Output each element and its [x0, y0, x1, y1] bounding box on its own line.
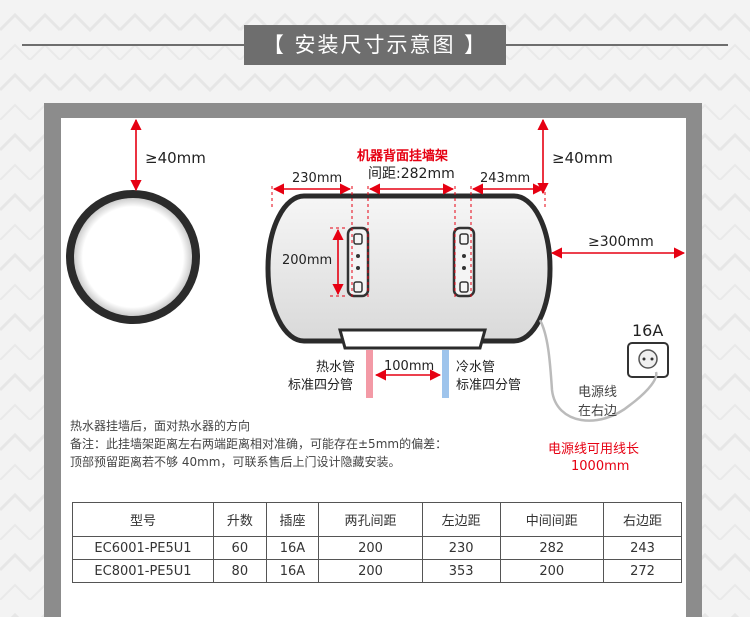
table-row: EC8001-PE5U1 80 16A 200 353 200 272 — [72, 559, 683, 583]
cell-model: EC6001-PE5U1 — [72, 536, 214, 560]
right-clearance-label: ≥300mm — [588, 234, 654, 250]
spec-table: 型号 升数 插座 两孔间距 左边距 中间间距 右边距 EC6001-PE5U1 … — [72, 502, 683, 583]
col-right-margin: 右边距 — [602, 502, 683, 537]
cold-pipe-label: 冷水管 — [456, 360, 496, 375]
page-title: 【 安装尺寸示意图 】 — [244, 25, 506, 65]
cell-middle-spacing: 282 — [499, 536, 604, 560]
title-line-right — [506, 44, 728, 46]
col-middle-spacing: 中间间距 — [499, 502, 604, 537]
cell-right-margin: 272 — [602, 559, 683, 583]
cord-length-label: 电源线可用线长 — [548, 442, 640, 457]
cell-middle-spacing: 200 — [499, 559, 604, 583]
cell-socket: 16A — [265, 559, 320, 583]
table-row: EC6001-PE5U1 60 16A 200 230 282 243 — [72, 536, 683, 560]
cell-hole-spacing: 200 — [318, 559, 423, 583]
right-distance-label: 243mm — [480, 171, 531, 186]
top-clearance-left-label: ≥40mm — [145, 149, 206, 167]
cell-left-margin: 230 — [421, 536, 501, 560]
bracket-spacing-label: 间距:282mm — [368, 166, 455, 182]
top-clearance-right-label: ≥40mm — [552, 149, 613, 167]
bracket-title-label: 机器背面挂墙架 — [357, 149, 449, 164]
hot-pipe-standard-label: 标准四分管 — [288, 378, 354, 393]
cell-model: EC8001-PE5U1 — [72, 559, 214, 583]
note-line-3: 顶部预留距离若不够 40mm，可联系售后上门设计隐藏安装。 — [70, 455, 401, 469]
pipe-spacing-label: 100mm — [384, 359, 435, 374]
cell-hole-spacing: 200 — [318, 536, 423, 560]
wall-bracket-right — [452, 226, 476, 298]
cell-capacity: 60 — [213, 536, 267, 560]
cord-label: 电源线 — [578, 385, 618, 400]
cell-socket: 16A — [265, 536, 320, 560]
left-distance-label: 230mm — [292, 171, 343, 186]
cell-capacity: 80 — [213, 559, 267, 583]
wall-bracket-left — [346, 226, 370, 298]
col-left-margin: 左边距 — [421, 502, 501, 537]
socket-label: 16A — [632, 321, 664, 340]
title-line-left — [22, 44, 244, 46]
table-header-row: 型号 升数 插座 两孔间距 左边距 中间间距 右边距 — [72, 502, 683, 537]
hot-pipe-label: 热水管 — [316, 360, 356, 375]
col-socket: 插座 — [265, 502, 320, 537]
cold-water-pipe — [442, 350, 449, 398]
col-model: 型号 — [72, 502, 214, 537]
power-cord — [538, 319, 658, 422]
hot-water-pipe — [366, 350, 373, 398]
tank-side-view — [66, 190, 200, 324]
tank-front-view — [265, 193, 553, 350]
cord-side-label: 在右边 — [578, 404, 618, 419]
col-hole-spacing: 两孔间距 — [318, 502, 423, 537]
col-capacity: 升数 — [213, 502, 267, 537]
note-line-2: 备注：此挂墙架距离左右两端距离相对准确，可能存在±5mm的偏差： — [70, 437, 448, 451]
cord-length-value: 1000mm — [571, 459, 630, 474]
cold-pipe-standard-label: 标准四分管 — [456, 378, 522, 393]
height-distance-label: 200mm — [282, 253, 333, 268]
cell-left-margin: 353 — [421, 559, 501, 583]
cell-right-margin: 243 — [602, 536, 683, 560]
dimension-guides — [271, 186, 546, 300]
power-socket — [627, 342, 669, 378]
note-line-1: 热水器挂墙后，面对热水器的方向 — [70, 419, 251, 433]
